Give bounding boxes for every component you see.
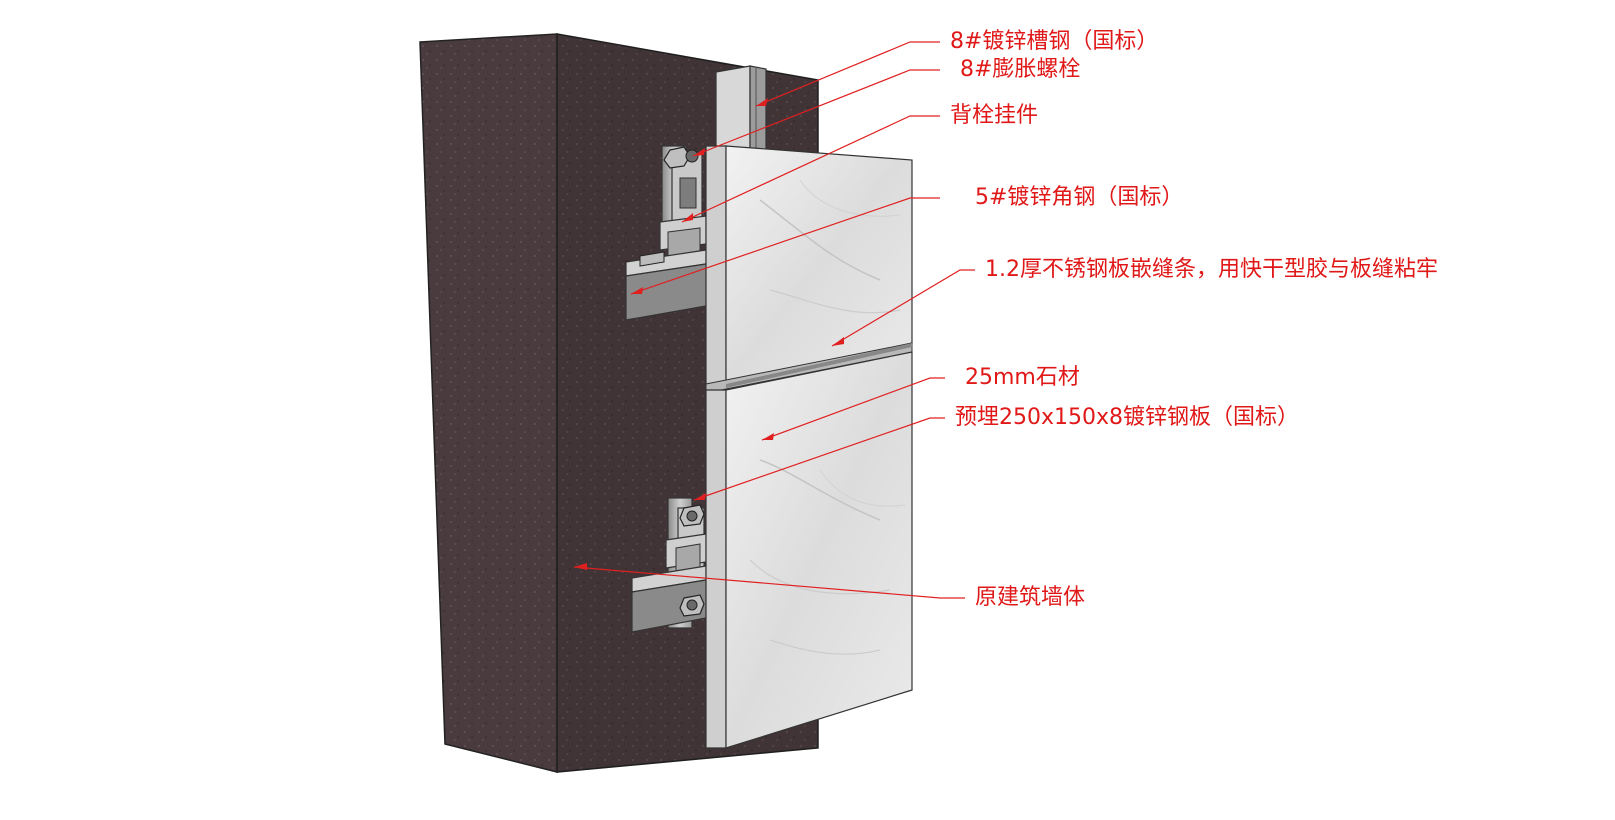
arrow-wall bbox=[574, 563, 587, 570]
leader-arrowheads bbox=[574, 98, 844, 570]
arrow-joint-strip bbox=[832, 337, 844, 346]
leader-angle bbox=[630, 197, 940, 295]
leader-anchor-bolt bbox=[692, 69, 940, 157]
arrow-channel bbox=[756, 98, 768, 106]
leader-lines bbox=[573, 41, 975, 599]
channel-steel bbox=[715, 65, 767, 157]
arrow-stone bbox=[762, 433, 774, 440]
leader-wall bbox=[573, 566, 965, 599]
arrow-embed-plate bbox=[694, 493, 706, 500]
leader-embed-plate bbox=[693, 417, 945, 501]
arrow-back-bolt bbox=[682, 213, 693, 222]
upper-stone-panel bbox=[705, 145, 913, 385]
label-back-bolt-hanger: 背栓挂件 bbox=[950, 103, 1039, 128]
leader-channel bbox=[755, 41, 940, 107]
label-stone: 25mm石材 bbox=[965, 365, 1080, 390]
leader-back-bolt bbox=[681, 115, 940, 223]
label-embed-plate: 预埋250x150x8镀锌钢板（国标） bbox=[955, 405, 1300, 430]
lower-bracket bbox=[631, 497, 707, 633]
label-anchor-bolt: 8#膨胀螺栓 bbox=[960, 57, 1081, 82]
arrow-angle bbox=[631, 287, 643, 294]
leader-stone bbox=[761, 377, 945, 441]
label-joint-strip: 1.2厚不锈钢板嵌缝条，用快干型胶与板缝粘牢 bbox=[985, 257, 1438, 282]
lower-stone-panel bbox=[705, 351, 913, 749]
leader-joint-strip bbox=[831, 269, 975, 347]
label-building-wall: 原建筑墙体 bbox=[975, 585, 1086, 610]
arrow-anchor-bolt bbox=[693, 148, 705, 156]
label-channel-steel: 8#镀锌槽钢（国标） bbox=[950, 29, 1159, 54]
upper-bracket bbox=[625, 145, 707, 321]
label-angle-steel: 5#镀锌角钢（国标） bbox=[975, 185, 1184, 210]
